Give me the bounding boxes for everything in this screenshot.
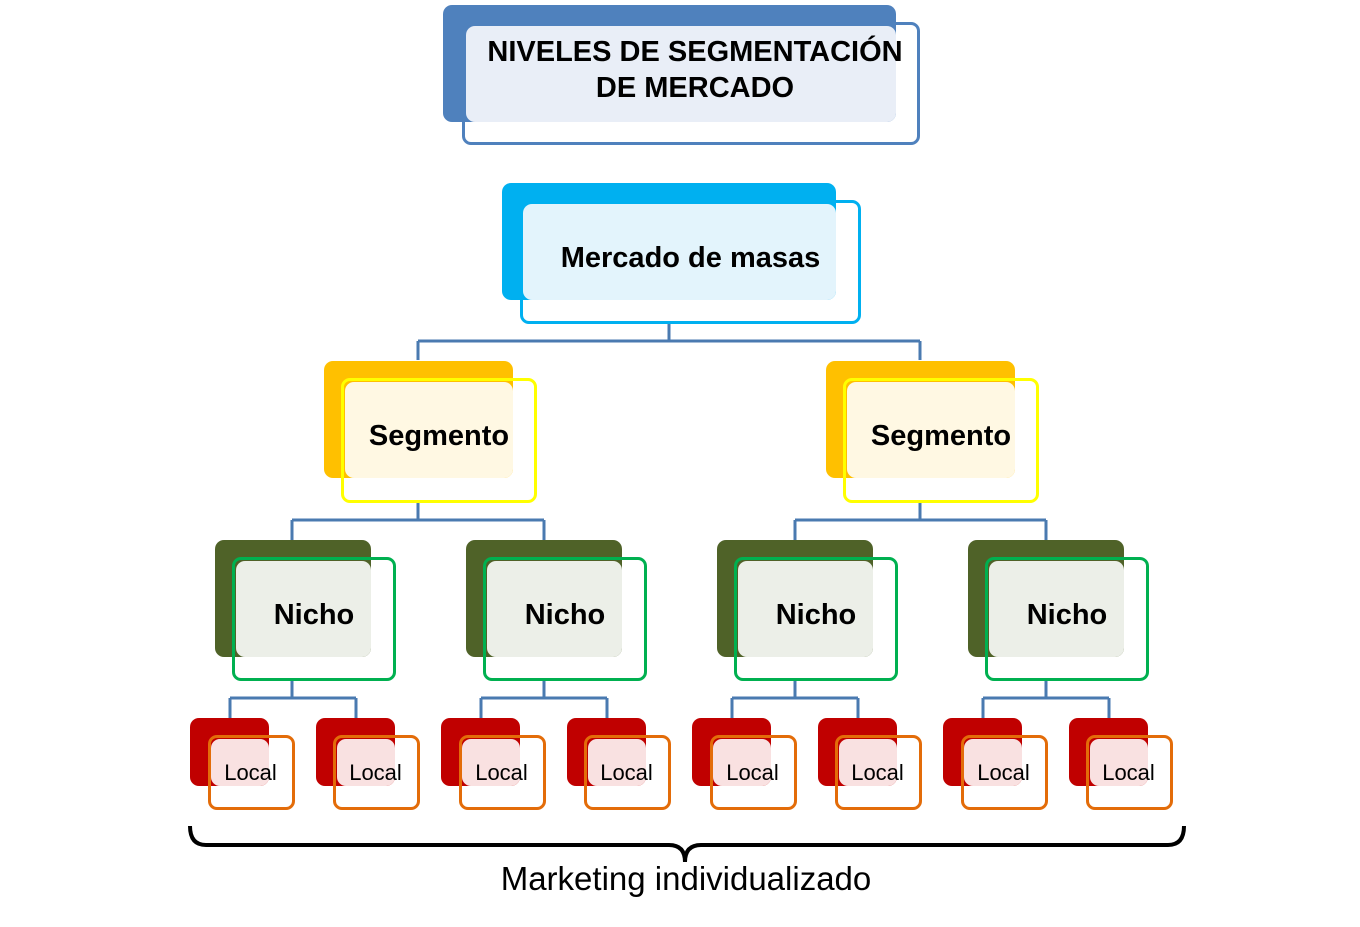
local-label: Local bbox=[349, 759, 402, 785]
connector-niche3-locals bbox=[730, 680, 860, 718]
connector-segment2-niches bbox=[793, 502, 1048, 540]
brace-caption: Marketing individualizado bbox=[500, 860, 872, 897]
diagram-title: NIVELES DE SEGMENTACIÓN DE MERCADO bbox=[462, 8, 920, 131]
connector-root-segments bbox=[416, 323, 922, 360]
segment-label: Segmento bbox=[870, 420, 1012, 452]
connector-niche4-locals bbox=[981, 680, 1111, 718]
title-line-2: DE MERCADO bbox=[595, 71, 795, 104]
niche-label: Nicho bbox=[524, 598, 606, 631]
local-label: Local bbox=[475, 759, 528, 785]
niche-label: Nicho bbox=[775, 598, 857, 631]
connector-niche2-locals bbox=[479, 680, 609, 718]
segment-label: Segmento bbox=[368, 420, 510, 452]
local-label: Local bbox=[977, 759, 1030, 785]
niche-label: Nicho bbox=[1026, 598, 1108, 631]
local-label: Local bbox=[600, 759, 653, 785]
title-box-front bbox=[462, 22, 920, 145]
local-label: Local bbox=[851, 759, 904, 785]
connector-niche1-locals bbox=[228, 680, 358, 718]
niche-label: Nicho bbox=[273, 598, 355, 631]
title-line-1: NIVELES DE SEGMENTACIÓN bbox=[487, 35, 903, 68]
local-label: Local bbox=[1102, 759, 1155, 785]
local-label: Local bbox=[726, 759, 779, 785]
connector-segment1-niches bbox=[290, 502, 546, 540]
title-box-fill bbox=[466, 26, 896, 122]
local-label: Local bbox=[224, 759, 277, 785]
curly-brace bbox=[188, 825, 1186, 863]
root-label: Mercado de masas bbox=[560, 241, 821, 274]
